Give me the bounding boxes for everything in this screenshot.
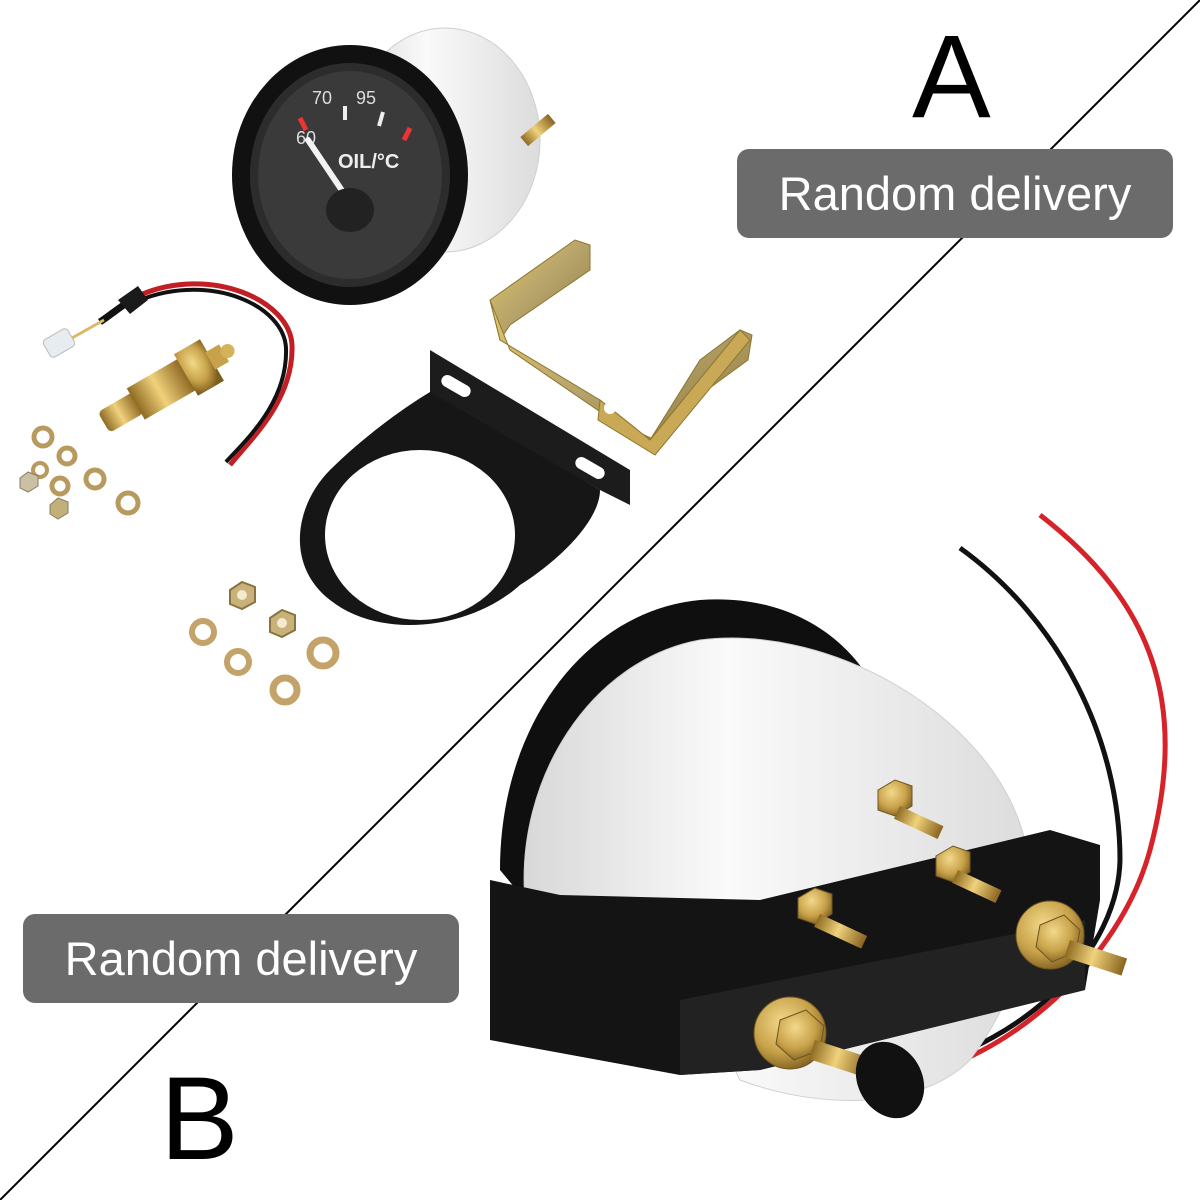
gauge-unit-label: OIL/°C [338,151,399,173]
gauge-tick-label: 70 [312,88,332,108]
gauge-tick-label: 95 [356,88,376,108]
variant-a-label: A [912,11,991,143]
temperature-sensor [42,281,295,467]
black-mounting-bracket [299,350,630,626]
variant-b-label: B [160,1053,239,1185]
gauge-rear [490,513,1168,1119]
random-delivery-badge-a: Random delivery [737,149,1173,238]
badge-a-text: Random delivery [778,167,1132,220]
badge-b-text: Random delivery [64,932,418,985]
hardware-small [19,425,141,520]
gold-u-bracket [489,239,753,456]
hardware-large [189,580,340,706]
random-delivery-badge-b: Random delivery [23,914,459,1003]
gauge-front: 70 95 60 OIL/°C [232,27,556,305]
